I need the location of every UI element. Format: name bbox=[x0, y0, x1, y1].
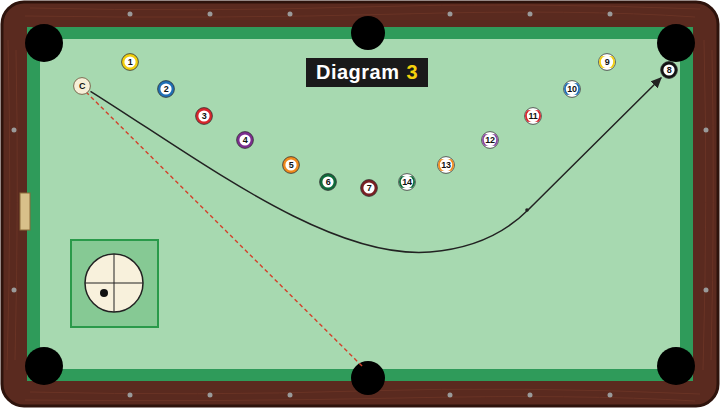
felt bbox=[40, 39, 680, 369]
title-box: Diagram 3 bbox=[306, 58, 428, 87]
pool-ball: 11 bbox=[524, 107, 542, 125]
pool-ball: 4 bbox=[236, 131, 254, 149]
pool-ball: 3 bbox=[195, 107, 213, 125]
pool-ball: 10 bbox=[563, 80, 581, 98]
pool-ball: 1 bbox=[121, 53, 139, 71]
cue-ball-path bbox=[91, 78, 662, 253]
ball-number: 5 bbox=[282, 156, 300, 174]
pool-ball: 9 bbox=[598, 53, 616, 71]
ball-number: 14 bbox=[398, 173, 416, 191]
pool-ball: 13 bbox=[437, 156, 455, 174]
ball-number: 10 bbox=[563, 80, 581, 98]
rail-diamonds bbox=[12, 12, 709, 398]
cue-ball: C bbox=[73, 77, 91, 95]
ball-number: 1 bbox=[121, 53, 139, 71]
title-number: 3 bbox=[407, 61, 419, 83]
pockets bbox=[25, 16, 695, 395]
crosshair bbox=[114, 254, 115, 312]
ball-number: 13 bbox=[437, 156, 455, 174]
pool-ball: 6 bbox=[319, 173, 337, 191]
ball-number: C bbox=[73, 77, 91, 95]
pool-ball: 8 bbox=[660, 61, 678, 79]
ball-number: 12 bbox=[481, 131, 499, 149]
rail-plaque bbox=[20, 193, 30, 230]
ball-number: 9 bbox=[598, 53, 616, 71]
ball-number: 2 bbox=[157, 80, 175, 98]
ball-number: 3 bbox=[195, 107, 213, 125]
title-text: Diagram bbox=[316, 61, 400, 83]
pool-ball: 14 bbox=[398, 173, 416, 191]
cushion bbox=[27, 27, 693, 381]
ball-number: 8 bbox=[660, 61, 678, 79]
ball-number: 7 bbox=[360, 179, 378, 197]
pool-ball: 2 bbox=[157, 80, 175, 98]
ball-number: 6 bbox=[319, 173, 337, 191]
pool-ball: 7 bbox=[360, 179, 378, 197]
wood-grain bbox=[7, 5, 713, 401]
ball-number: 4 bbox=[236, 131, 254, 149]
ball-number: 11 bbox=[524, 107, 542, 125]
pool-ball: 12 bbox=[481, 131, 499, 149]
tip-position bbox=[100, 289, 108, 297]
pool-ball: 5 bbox=[282, 156, 300, 174]
cue-ball-face bbox=[85, 254, 143, 312]
tip-inset bbox=[71, 240, 158, 327]
